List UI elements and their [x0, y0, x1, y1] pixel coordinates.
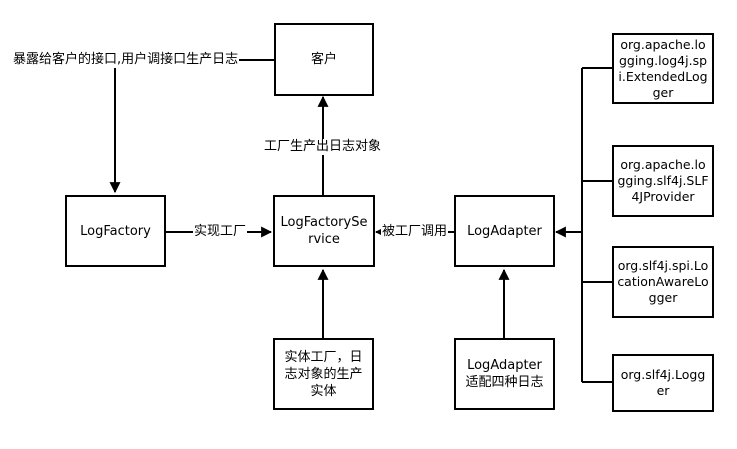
node-log-adapter: LogAdapter	[454, 195, 555, 267]
edge-expose-to-customer	[109, 59, 274, 194]
edge-label-called-by-factory: 被工厂调用	[381, 224, 449, 240]
node-customer: 客户	[274, 23, 374, 96]
node-log-factory-label: LogFactory	[80, 223, 151, 239]
node-log-adapter-label: LogAdapter	[467, 223, 542, 239]
node-slf4j-logger-label: org.slf4j.Logger	[620, 367, 706, 398]
edge-label-expose-to-customer: 暴露给客户的接口,用户调接口生产日志	[12, 52, 240, 68]
node-slf4j-provider-label: org.apache.logging.slf4j.SLF4JProvider	[617, 157, 709, 204]
node-entity-factory: 实体工厂，日志对象的生产实体	[273, 338, 374, 410]
node-slf4j-provider: org.apache.logging.slf4j.SLF4JProvider	[612, 145, 714, 217]
node-log-adapter-four: LogAdapter 适配四种日志	[454, 338, 555, 410]
node-customer-label: 客户	[310, 52, 337, 67]
node-log-factory-service: LogFactoryService	[273, 195, 375, 267]
node-location-aware-logger: org.slf4j.spi.LocationAwareLogger	[612, 246, 714, 318]
edge-label-implements-factory: 实现工厂	[193, 224, 248, 240]
node-extended-logger: org.apache.logging.log4j.spi.ExtendedLog…	[612, 33, 714, 104]
node-log-factory: LogFactory	[65, 195, 166, 267]
node-slf4j-logger: org.slf4j.Logger	[612, 354, 714, 412]
node-log-factory-service-label: LogFactoryService	[280, 215, 368, 247]
node-extended-logger-label: org.apache.logging.log4j.spi.ExtendedLog…	[618, 36, 708, 100]
node-entity-factory-label: 实体工厂，日志对象的生产实体	[284, 349, 363, 399]
node-location-aware-logger-label: org.slf4j.spi.LocationAwareLogger	[617, 258, 709, 305]
edge-label-factory-produces: 工厂生产出日志对象	[263, 139, 383, 155]
node-log-adapter-four-label: LogAdapter 适配四种日志	[465, 358, 544, 390]
